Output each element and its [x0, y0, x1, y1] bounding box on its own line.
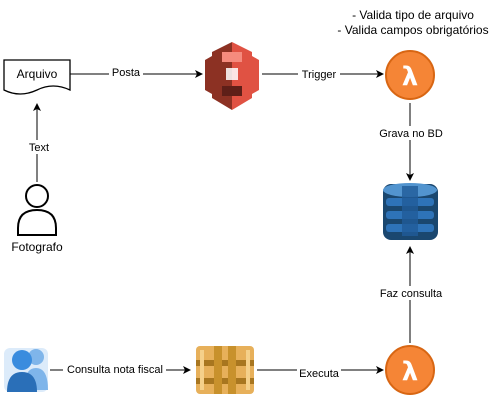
- user-node[interactable]: Fotografo: [11, 184, 63, 254]
- aws-dynamodb-icon: [383, 183, 438, 240]
- aws-lambda-icon: λ: [385, 345, 435, 395]
- edge-label-trigger: Trigger: [302, 69, 337, 81]
- lambda-bottom-node[interactable]: λ: [385, 345, 435, 395]
- validation-note-1: - Valida tipo de arquivo: [352, 8, 474, 22]
- validation-note-2: - Valida campos obrigatórios: [337, 23, 488, 37]
- edge-label-consulta-nota-fiscal: Consulta nota fiscal: [67, 364, 163, 376]
- aws-s3-bucket-icon: [205, 42, 259, 110]
- aws-lambda-icon: λ: [385, 50, 435, 100]
- svg-text:λ: λ: [402, 62, 418, 92]
- edge-label-grava-no-bd: Grava no BD: [379, 128, 443, 140]
- api-gateway-node[interactable]: [196, 346, 254, 394]
- users-group-icon: [4, 348, 48, 392]
- document-node[interactable]: Arquivo: [3, 59, 71, 95]
- s3-node[interactable]: [205, 42, 259, 110]
- document-label: Arquivo: [17, 67, 58, 81]
- edge-label-text: Text: [29, 142, 49, 154]
- user-icon: [17, 184, 57, 236]
- dynamodb-node[interactable]: [383, 183, 438, 240]
- edge-label-executa: Executa: [299, 368, 340, 380]
- svg-text:λ: λ: [402, 357, 418, 387]
- document-icon: [3, 59, 71, 95]
- aws-api-gateway-icon: [196, 346, 254, 394]
- lambda-top-node[interactable]: λ: [385, 50, 435, 100]
- edge-label-posta: Posta: [112, 67, 141, 79]
- user-label: Fotografo: [11, 240, 63, 254]
- client-node[interactable]: [4, 348, 48, 392]
- edge-label-faz-consulta: Faz consulta: [380, 288, 443, 300]
